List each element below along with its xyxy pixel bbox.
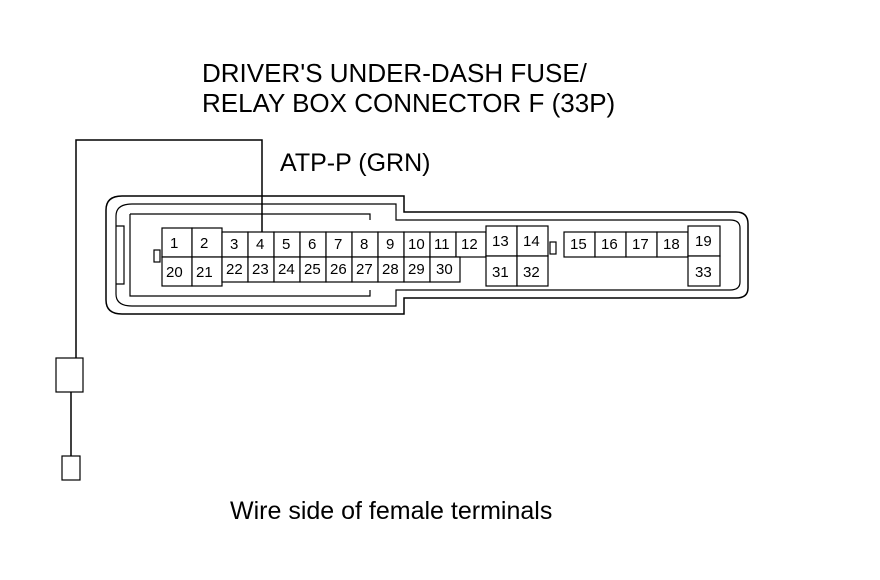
terminal-22 bbox=[221, 256, 249, 283]
terminal-4 bbox=[247, 231, 275, 258]
terminal-19 bbox=[687, 225, 721, 257]
terminal-18 bbox=[656, 231, 689, 258]
pin-label-1: 1 bbox=[170, 235, 178, 252]
terminal-14 bbox=[516, 225, 549, 257]
pin-label-21: 21 bbox=[196, 264, 213, 281]
pin-label-26: 26 bbox=[330, 261, 347, 278]
probe-connector bbox=[55, 357, 84, 393]
pin-label-20: 20 bbox=[166, 264, 183, 281]
caption: Wire side of female terminals bbox=[230, 497, 552, 525]
title-line-1: DRIVER'S UNDER-DASH FUSE/ bbox=[202, 58, 588, 88]
terminal-20 bbox=[161, 256, 193, 287]
connector-housing bbox=[105, 195, 749, 315]
pin-label-23: 23 bbox=[252, 261, 269, 278]
terminal-10 bbox=[403, 231, 431, 258]
terminal-2 bbox=[191, 227, 223, 258]
terminal-6 bbox=[299, 231, 327, 258]
pin-label-16: 16 bbox=[601, 236, 618, 253]
pin-label-10: 10 bbox=[408, 236, 425, 253]
terminal-27 bbox=[351, 256, 379, 283]
pin-label-27: 27 bbox=[356, 261, 373, 278]
pin-label-31: 31 bbox=[492, 264, 509, 281]
pin-label-32: 32 bbox=[523, 264, 540, 281]
pin-label-24: 24 bbox=[278, 261, 295, 278]
pin-label-30: 30 bbox=[436, 261, 453, 278]
pin-label-4: 4 bbox=[256, 236, 264, 253]
terminal-12 bbox=[455, 231, 487, 258]
pin-label-3: 3 bbox=[230, 236, 238, 253]
pin-label-14: 14 bbox=[523, 233, 540, 250]
terminal-33 bbox=[687, 255, 721, 287]
pin-label-33: 33 bbox=[695, 264, 712, 281]
terminal-31 bbox=[485, 255, 518, 287]
pin-label-2: 2 bbox=[200, 235, 208, 252]
pin-label-7: 7 bbox=[334, 236, 342, 253]
pin-label-11: 11 bbox=[434, 236, 450, 253]
pin-label-6: 6 bbox=[308, 236, 316, 253]
terminal-29 bbox=[403, 256, 431, 283]
terminal-28 bbox=[377, 256, 405, 283]
pin-label-17: 17 bbox=[632, 236, 649, 253]
terminal-25 bbox=[299, 256, 327, 283]
pin-label-8: 8 bbox=[360, 236, 368, 253]
wire-label: ATP-P (GRN) bbox=[280, 149, 430, 177]
pin-label-25: 25 bbox=[304, 261, 321, 278]
pin-label-19: 19 bbox=[695, 233, 712, 250]
test-wire bbox=[55, 139, 263, 481]
pin-label-18: 18 bbox=[663, 236, 680, 253]
pin-label-29: 29 bbox=[408, 261, 425, 278]
terminal-block: 1 2 3 4 5 6 7 8 9 10 11 12 13 14 15 16 1… bbox=[161, 225, 721, 287]
pin-label-15: 15 bbox=[570, 236, 587, 253]
pin-label-22: 22 bbox=[226, 261, 243, 278]
pin-label-12: 12 bbox=[461, 236, 478, 253]
terminal-17 bbox=[625, 231, 658, 258]
pin-label-13: 13 bbox=[492, 233, 509, 250]
terminal-15 bbox=[563, 231, 596, 258]
pin-label-5: 5 bbox=[282, 236, 290, 253]
terminal-21 bbox=[191, 256, 223, 287]
title-line-2: RELAY BOX CONNECTOR F (33P) bbox=[202, 88, 615, 118]
terminal-30 bbox=[429, 256, 461, 283]
terminal-32 bbox=[516, 255, 549, 287]
pin-label-9: 9 bbox=[386, 236, 394, 253]
probe-tip bbox=[61, 455, 81, 481]
pin-label-28: 28 bbox=[382, 261, 399, 278]
